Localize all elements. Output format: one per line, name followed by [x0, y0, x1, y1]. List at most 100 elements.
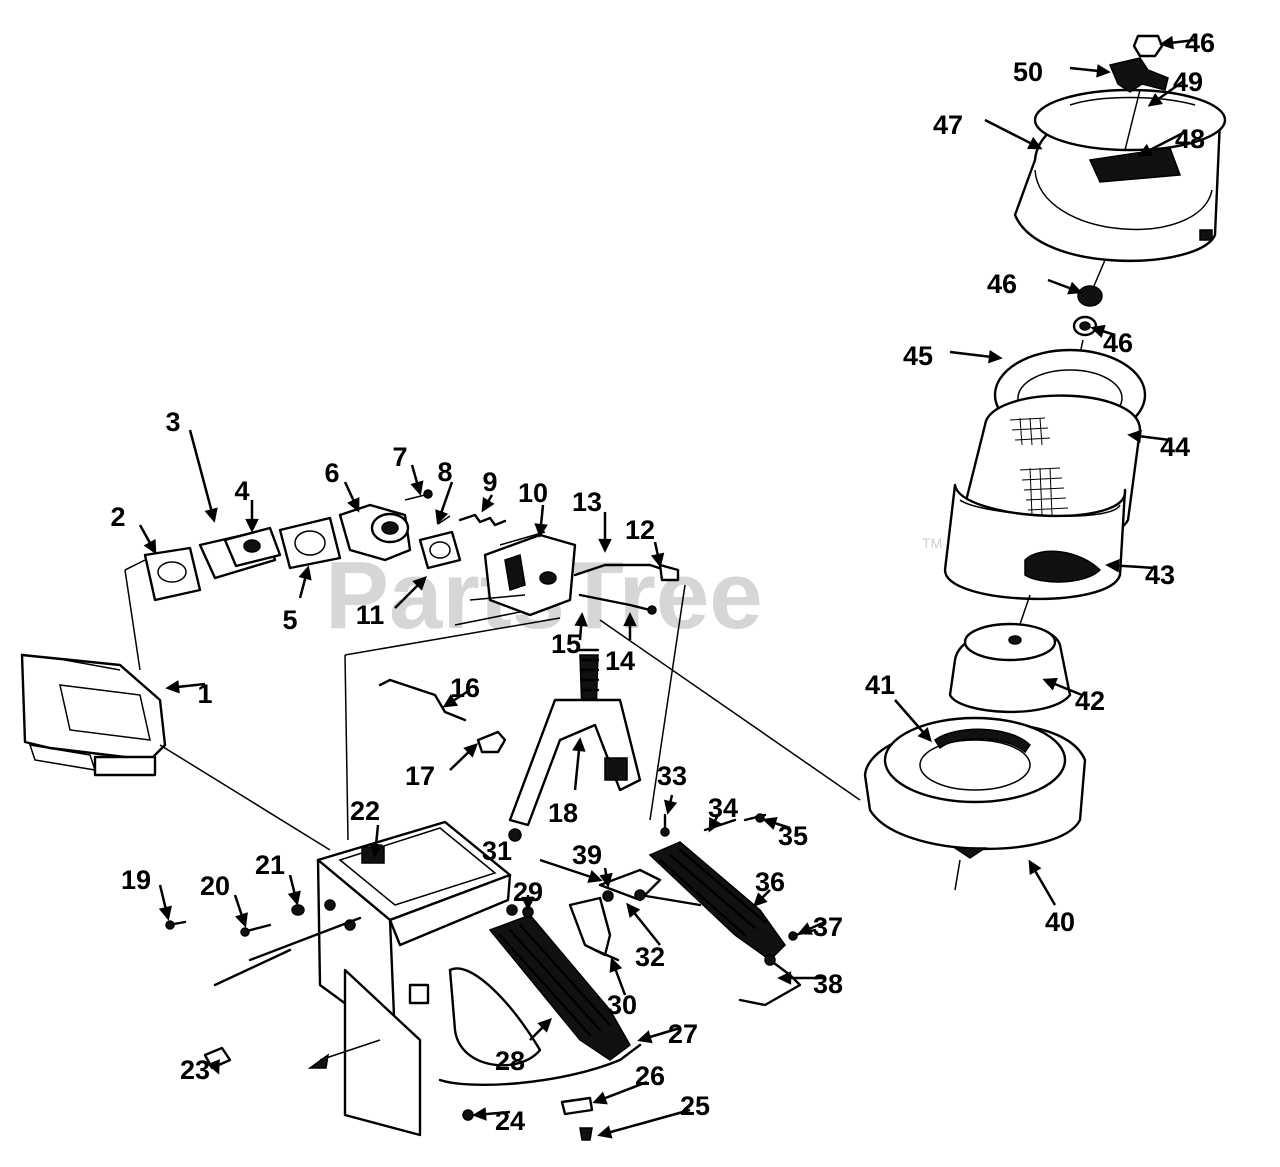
part-callout-4: 4: [234, 476, 249, 506]
part-callout-46: 46: [1103, 328, 1133, 358]
part-callout-15: 15: [551, 629, 581, 659]
part-callout-48: 48: [1175, 124, 1205, 154]
part-callout-10: 10: [518, 478, 548, 508]
part-callout-18: 18: [548, 798, 578, 828]
callout-arrowhead: [410, 480, 424, 496]
part-callout-49: 49: [1173, 67, 1203, 97]
callout-arrowhead: [143, 538, 157, 555]
air-cleaner-base-icon: [863, 716, 1087, 859]
part-callout-2: 2: [110, 502, 125, 532]
callout-arrowhead: [762, 816, 778, 830]
part-callout-13: 13: [572, 487, 602, 517]
part-callout-45: 45: [903, 341, 933, 371]
part-callout-21: 21: [255, 850, 285, 880]
callout-arrowhead: [521, 896, 535, 911]
part-callout-46: 46: [1185, 28, 1215, 58]
watermark-tm: TM: [922, 535, 942, 551]
part-callout-34: 34: [708, 793, 738, 823]
callout-arrowhead: [347, 497, 360, 513]
part-callout-37: 37: [813, 912, 843, 942]
carburetor-icon: [454, 531, 577, 626]
callout-arrowhead: [598, 538, 612, 553]
nut-icon: [1072, 285, 1103, 337]
callout-arrowhead: [245, 518, 259, 533]
part-callout-44: 44: [1160, 432, 1190, 462]
part-callout-43: 43: [1145, 560, 1175, 590]
part-callout-23: 23: [180, 1055, 210, 1085]
callout-arrowhead: [472, 1107, 487, 1121]
callout-arrowhead: [574, 612, 588, 627]
callout-arrowhead: [435, 509, 449, 525]
part-callout-26: 26: [635, 1061, 665, 1091]
intake-manifold-icon: [338, 489, 433, 562]
callout-arrowhead: [626, 902, 641, 918]
callout-arrowhead: [537, 1017, 553, 1033]
callout-arrowhead: [235, 912, 248, 928]
callout-arrowhead: [369, 843, 383, 858]
part-callout-7: 7: [392, 442, 407, 472]
filter-element-icon: [943, 348, 1147, 601]
part-callout-32: 32: [635, 942, 665, 972]
part-callout-33: 33: [657, 761, 687, 791]
callout-arrowhead: [1127, 429, 1142, 444]
callout-arrowhead: [797, 922, 813, 935]
callout-arrowhead: [1096, 64, 1111, 78]
callout-arrowhead: [204, 507, 218, 523]
part-callout-47: 47: [933, 110, 963, 140]
callout-arrowhead: [1090, 324, 1106, 338]
part-callout-3: 3: [165, 407, 180, 437]
part-callout-31: 31: [482, 836, 512, 866]
callout-arrowhead: [165, 680, 180, 694]
gasket-icon: [143, 546, 202, 602]
callout-arrowhead: [481, 496, 495, 513]
callout-arrowhead: [442, 694, 459, 708]
part-callout-28: 28: [495, 1046, 525, 1076]
part-callout-14: 14: [605, 646, 635, 676]
part-callout-41: 41: [865, 670, 895, 700]
air-cleaner-cover-icon: [1013, 88, 1227, 263]
part-callout-5: 5: [282, 605, 297, 635]
callout-arrowhead: [609, 957, 623, 973]
part-callout-20: 20: [200, 871, 230, 901]
callout-arrowhead: [1067, 281, 1083, 295]
callout-arrowhead: [1159, 35, 1174, 50]
callout-arrowhead: [988, 349, 1003, 364]
part-callout-24: 24: [495, 1106, 525, 1136]
callout-arrowhead: [1028, 859, 1042, 876]
part-callout-42: 42: [1075, 686, 1105, 716]
callout-leader: [188, 429, 216, 521]
callout-arrowhead: [623, 612, 637, 627]
callout-arrowhead: [412, 575, 428, 591]
callout-arrowhead: [599, 872, 613, 888]
callout-arrowhead: [1042, 677, 1058, 691]
part-callout-1: 1: [197, 679, 212, 709]
part-callout-17: 17: [405, 761, 435, 791]
callout-arrowhead: [207, 1059, 220, 1075]
mounting-bracket-icon: [508, 648, 642, 842]
part-callout-6: 6: [324, 458, 339, 488]
pedal-icon: [648, 841, 802, 1007]
callout-arrowhead: [597, 1125, 613, 1139]
part-callout-8: 8: [437, 457, 452, 487]
callout-arrowhead: [158, 905, 172, 921]
callout-arrowhead: [463, 743, 479, 758]
part-callout-19: 19: [121, 865, 151, 895]
callout-leader: [599, 1108, 691, 1137]
part-callout-40: 40: [1045, 907, 1075, 937]
callout-arrowhead: [1026, 136, 1043, 150]
callout-arrowhead: [752, 892, 768, 908]
part-callout-35: 35: [778, 821, 808, 851]
part-callout-11: 11: [356, 600, 385, 630]
callout-arrowhead: [287, 890, 301, 906]
part-callout-39: 39: [572, 840, 602, 870]
gasket-icon: [278, 516, 342, 570]
part-callout-25: 25: [680, 1091, 710, 1121]
part-callout-12: 12: [625, 515, 655, 545]
clip-icon: [476, 730, 507, 754]
part-callout-46: 46: [987, 269, 1017, 299]
callout-arrowhead: [572, 737, 586, 752]
part-callout-16: 16: [450, 673, 480, 703]
callout-arrowhead: [534, 523, 548, 538]
callout-arrowhead: [637, 1030, 653, 1044]
